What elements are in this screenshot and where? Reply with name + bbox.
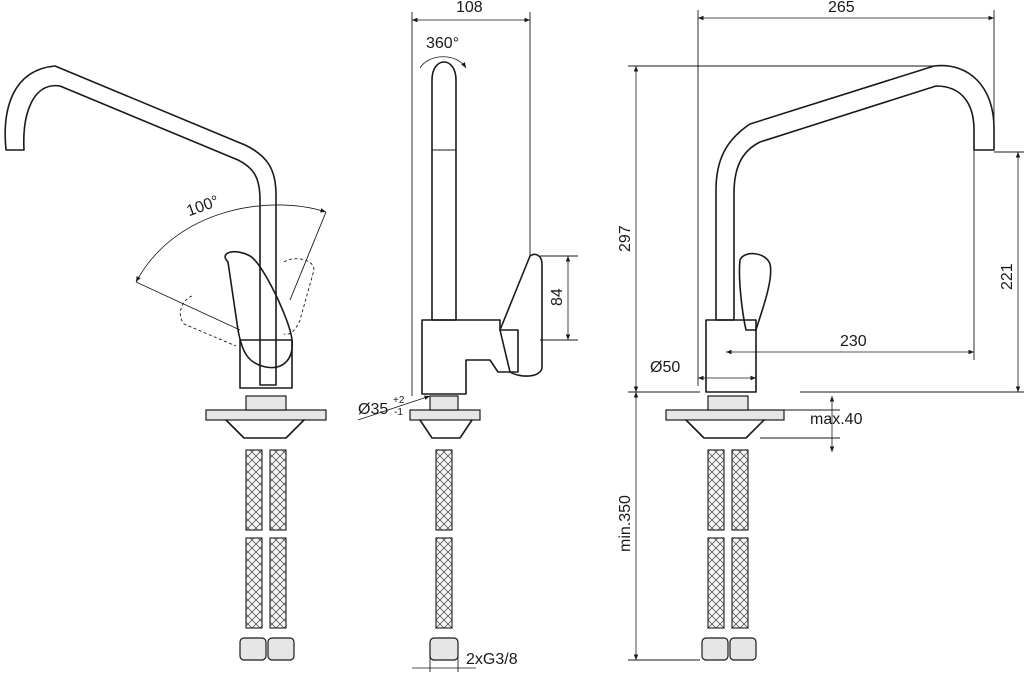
dim-hose-length-label: min.350 xyxy=(617,495,634,552)
dim-view-body xyxy=(705,319,757,393)
front-spout xyxy=(4,65,277,386)
front-body xyxy=(239,339,293,389)
side-fitting xyxy=(429,637,459,661)
front-view: 100° xyxy=(4,65,327,661)
front-mount-plate xyxy=(205,409,327,421)
dim-deck-thickness-label: max.40 xyxy=(810,411,863,428)
dim-tol-plus: +2 xyxy=(393,395,405,406)
dim-view-handle xyxy=(738,252,772,331)
front-fitting-right xyxy=(267,637,295,661)
dim-body-diameter-label: Ø50 xyxy=(650,359,680,376)
front-nut xyxy=(245,395,287,411)
dim-total-width-label: 265 xyxy=(828,0,855,16)
dim-spout-reach-label: 230 xyxy=(840,333,867,350)
side-handle xyxy=(499,253,543,377)
angle-ext-left xyxy=(135,281,241,331)
dim-side-width-label: 108 xyxy=(456,0,483,16)
angle-arc xyxy=(135,204,327,283)
side-spout xyxy=(431,61,457,321)
side-mount-plate xyxy=(409,409,481,421)
dim-view-mount-plate xyxy=(665,409,785,421)
dim-handle-height-label: 84 xyxy=(549,288,566,306)
front-handle xyxy=(224,250,293,369)
angle-label: 100° xyxy=(184,193,221,220)
dim-base-diameter-label: Ø35 xyxy=(358,401,388,418)
angle-ext-right xyxy=(289,211,327,301)
side-view: 360° 108 84 Ø35 +2 -1 2xG3/8 xyxy=(357,0,578,672)
dim-view-spout xyxy=(715,64,995,321)
dimensioned-view: 265 297 221 230 Ø50 max.40 min.350 xyxy=(617,0,1024,661)
rotation-label: 360° xyxy=(426,35,459,52)
dim-thread-label: 2xG3/8 xyxy=(466,651,518,668)
dim-tol-minus: -1 xyxy=(394,407,403,418)
dim-spout-height-label: 221 xyxy=(999,263,1016,290)
front-handle-ghost-left xyxy=(179,295,237,347)
rotation-arrow xyxy=(419,56,467,69)
side-body xyxy=(421,319,519,395)
dim-total-height-label: 297 xyxy=(617,225,634,252)
front-mount-bracket xyxy=(225,419,305,439)
front-fitting-left xyxy=(239,637,267,661)
